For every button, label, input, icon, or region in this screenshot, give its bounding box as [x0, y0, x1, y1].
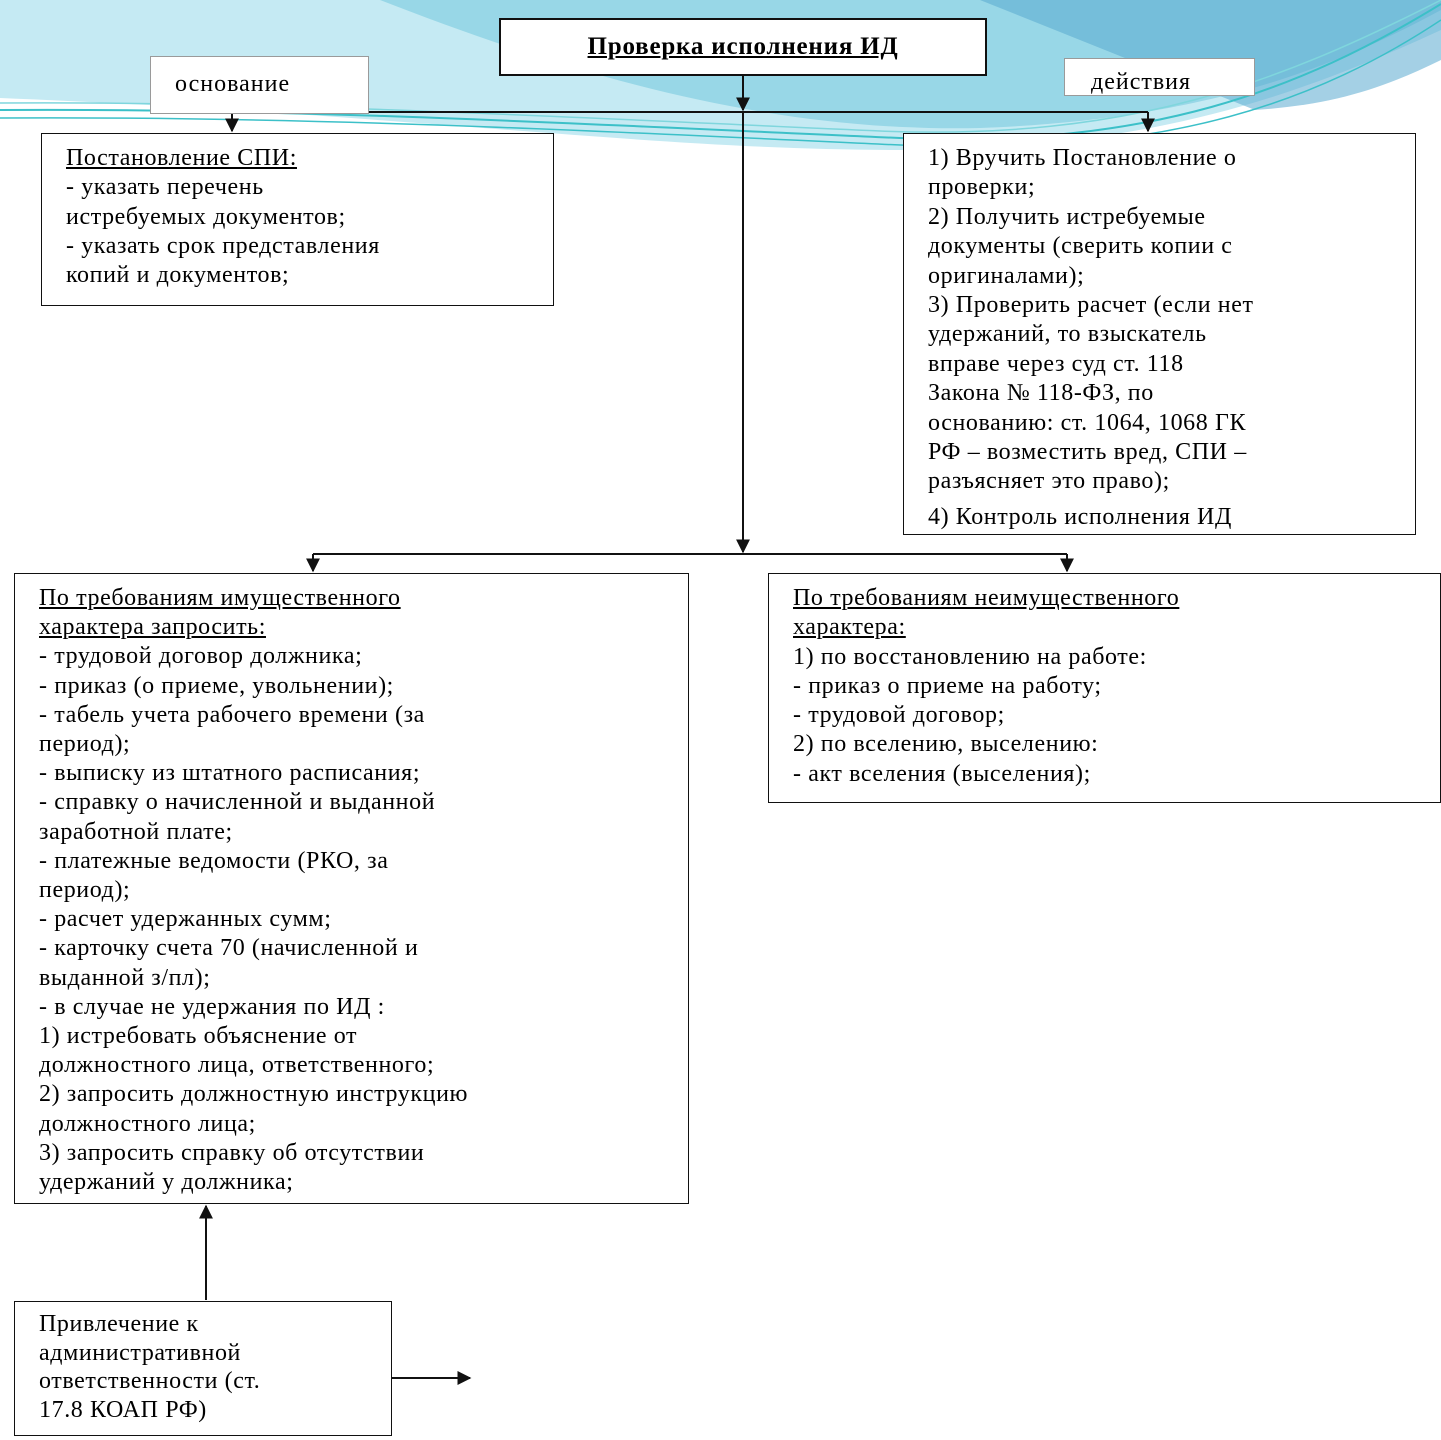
actions-box-line: вправе через суд ст. 118: [928, 350, 1184, 377]
actions-box: 1) Вручить Постановление о проверки; 2) …: [903, 133, 1416, 535]
actions-box-line: 2) Получить истребуемые: [928, 203, 1206, 230]
property-box-line: - карточку счета 70 (начисленной и: [39, 935, 419, 962]
spi-box-line: копий и документов;: [66, 262, 290, 289]
property-box-line: заработной плате;: [39, 818, 233, 845]
property-box-line: - в случае не удержания по ИД :: [39, 993, 385, 1020]
actions-box-line: документы (сверить копии с: [928, 233, 1233, 260]
actions-box-line: РФ – возместить вред, СПИ –: [928, 439, 1247, 466]
actions-box-line: основанию: ст. 1064, 1068 ГК: [928, 409, 1247, 436]
property-box-line: - приказ (о приеме, увольнении);: [39, 672, 394, 699]
liability-box-line: 17.8 КОАП РФ): [39, 1396, 207, 1423]
liability-box-line: ответственности (ст.: [39, 1368, 261, 1394]
property-box-line: должностного лица;: [39, 1110, 256, 1137]
property-requirements-box: По требованиям имущественного характера …: [14, 573, 689, 1204]
actions-box-line: удержаний, то взыскатель: [928, 321, 1207, 348]
wave-line-2: [0, 19, 1441, 148]
property-box-line: 1) истребовать объяснение от: [39, 1023, 358, 1050]
actions-box-line: Закона № 118-ФЗ, по: [928, 380, 1154, 407]
actions-box-line: проверки;: [928, 174, 1036, 201]
basis-tab-label: основание: [150, 56, 369, 114]
property-box-line: 2) запросить должностную инструкцию: [39, 1081, 469, 1108]
property-box-line: - платежные ведомости (РКО, за: [39, 847, 389, 874]
nonproperty-box-line: 2) по вселению, выселению:: [793, 731, 1099, 758]
actions-box-line: оригиналами);: [928, 262, 1085, 289]
nonproperty-box-line: - приказ о приеме на работу;: [793, 672, 1102, 699]
actions-box-line: разъясняет это право);: [928, 468, 1170, 495]
actions-box-line: 1) Вручить Постановление о: [928, 145, 1237, 171]
actions-box-line: 3) Проверить расчет (если нет: [928, 292, 1254, 319]
nonproperty-box-line: - акт вселения (выселения);: [793, 760, 1091, 787]
actions-tab-label: действия: [1064, 58, 1255, 96]
spi-resolution-box: Постановление СПИ: - указать перечень ис…: [41, 133, 554, 306]
property-box-line: период);: [39, 877, 131, 904]
liability-box-line: административной: [39, 1339, 241, 1366]
spi-box-line: истребуемых документов;: [66, 203, 346, 230]
property-box-heading: характера запросить:: [39, 614, 266, 641]
spi-box-line: - указать срок представления: [66, 232, 380, 259]
property-box-line: период);: [39, 731, 131, 758]
liability-box-line: Привлечение к: [39, 1311, 199, 1337]
actions-box-line: 4) Контроль исполнения ИД: [928, 503, 1232, 530]
spi-box-line: - указать перечень: [66, 174, 264, 201]
diagram-title-box: Проверка исполнения ИД: [499, 18, 987, 76]
nonproperty-box-heading: По требованиям неимущественного: [793, 585, 1180, 611]
property-box-line: - выписку из штатного расписания;: [39, 760, 421, 787]
diagram-title: Проверка исполнения ИД: [587, 33, 899, 60]
property-box-line: - табель учета рабочего времени (за: [39, 701, 425, 728]
administrative-liability-box: Привлечение к административной ответстве…: [14, 1301, 392, 1436]
property-box-line: удержаний у должника;: [39, 1169, 294, 1196]
nonproperty-box-line: 1) по восстановлению на работе:: [793, 643, 1147, 670]
property-box-line: выданной з/пл);: [39, 964, 211, 991]
property-box-heading: По требованиям имущественного: [39, 585, 401, 611]
nonproperty-box-line: - трудовой договор;: [793, 702, 1005, 729]
property-box-line: - трудовой договор должника;: [39, 643, 363, 670]
nonproperty-requirements-box: По требованиям неимущественного характер…: [768, 573, 1441, 803]
spi-box-heading: Постановление СПИ:: [66, 145, 297, 171]
property-box-line: 3) запросить справку об отсутствии: [39, 1139, 425, 1166]
nonproperty-box-heading: характера:: [793, 614, 906, 641]
property-box-line: - расчет удержанных сумм;: [39, 906, 332, 933]
property-box-line: должностного лица, ответственного;: [39, 1052, 435, 1079]
property-box-line: - справку о начисленной и выданной: [39, 789, 436, 816]
